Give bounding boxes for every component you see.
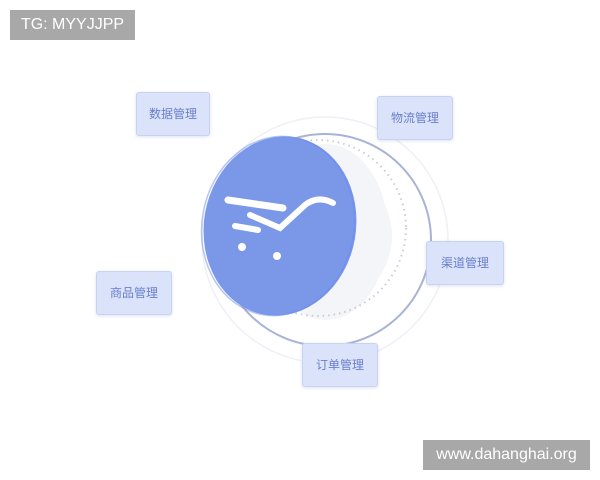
watermark-bottom: www.dahanghai.org xyxy=(423,440,590,470)
tag-logistics-management: 物流管理 xyxy=(377,96,453,140)
tag-label: 订单管理 xyxy=(315,358,364,372)
tag-order-management: 订单管理 xyxy=(302,343,378,387)
tag-label: 渠道管理 xyxy=(440,256,489,270)
tag-data-management: 数据管理 xyxy=(136,92,210,136)
tag-label: 物流管理 xyxy=(390,111,439,125)
tag-product-management: 商品管理 xyxy=(96,271,172,315)
tag-label: 商品管理 xyxy=(109,286,158,300)
tag-channel-management: 渠道管理 xyxy=(426,241,504,285)
watermark-top: TG: MYYJJPP xyxy=(10,10,135,40)
shopping-cart-icon xyxy=(224,196,336,260)
tag-label: 数据管理 xyxy=(148,107,197,121)
